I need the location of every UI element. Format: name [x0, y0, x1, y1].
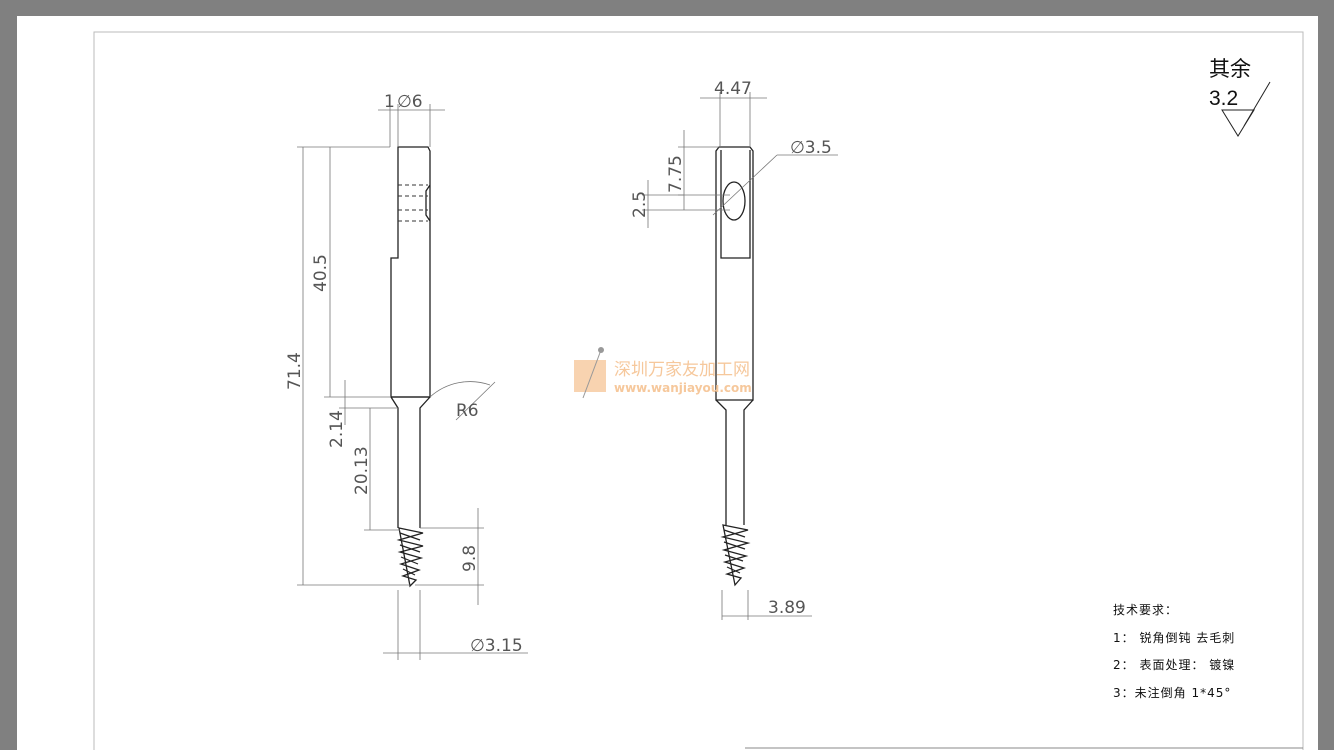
dim-body-length: 40.5 — [311, 254, 331, 292]
dim-hole-position: 7.75 — [666, 155, 686, 193]
dim-thread-length: 9.8 — [460, 545, 480, 572]
dim-hole-diameter: ∅3.5 — [790, 138, 832, 158]
watermark-name: 深圳万家友加工网 — [614, 360, 750, 380]
dim-radius: R6 — [456, 401, 479, 421]
dim-shank-length: 20.13 — [352, 446, 372, 495]
front-view: 1 ∅6 71.4 40.5 2.14 20.13 9.8 ∅3.15 R6 — [285, 92, 528, 660]
dim-flat-width: 4.47 — [714, 79, 752, 99]
surface-finish-value: 3.2 — [1209, 87, 1238, 110]
dim-hole-offset: 2.5 — [630, 191, 650, 218]
requirement-item: 1： 锐角倒钝 去毛刺 — [1113, 630, 1236, 645]
requirement-item: 3：未注倒角 1*45° — [1113, 685, 1232, 700]
dim-neck-length: 2.14 — [327, 410, 347, 448]
watermark-url: www.wanjiayou.com — [614, 381, 752, 395]
dim-thread-diameter: 3.89 — [768, 598, 806, 618]
drawing-border — [93, 31, 1304, 750]
dim-step-width: 1 — [384, 92, 395, 112]
dim-tip-diameter: ∅3.15 — [470, 636, 523, 656]
technical-requirements: 技术要求： 1： 锐角倒钝 去毛刺 2： 表面处理： 镀镍 3：未注倒角 1*4… — [1113, 601, 1235, 711]
requirements-title: 技术要求： — [1113, 603, 1179, 617]
watermark-logo — [574, 360, 606, 392]
dim-diameter: ∅6 — [397, 92, 423, 112]
surface-finish-label: 其余 — [1209, 58, 1251, 81]
drawing-sheet — [17, 16, 1318, 750]
side-view: 4.47 ∅3.5 7.75 2.5 3.89 — [630, 79, 838, 620]
dim-total-length: 71.4 — [285, 352, 305, 390]
watermark: 深圳万家友加工网 www.wanjiayou.com — [574, 347, 752, 399]
requirement-item: 2： 表面处理： 镀镍 — [1113, 658, 1236, 672]
surface-finish-symbol: 其余 3.2 — [1209, 58, 1271, 137]
